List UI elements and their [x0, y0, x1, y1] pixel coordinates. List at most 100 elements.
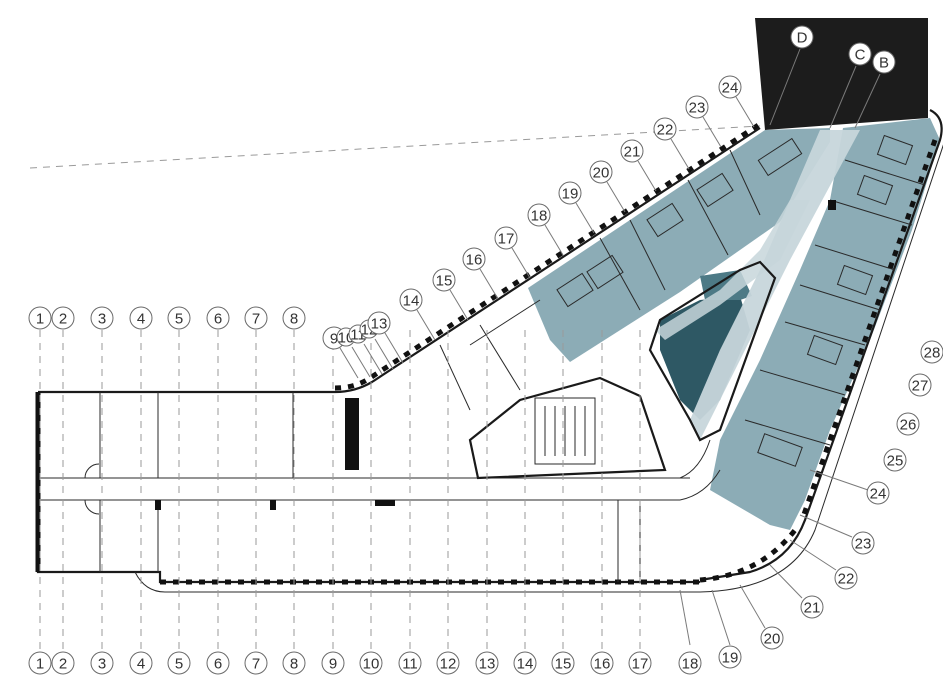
inner-triangle-core — [648, 260, 777, 442]
grid-bubble-top-3: 3 — [90, 306, 114, 330]
grid-bubble-top-7-label: 7 — [252, 311, 260, 328]
grid-bubble-diag-18: 18 — [527, 203, 551, 227]
leader-23 — [799, 514, 853, 538]
grid-bubble-top-5-label: 5 — [175, 311, 183, 328]
grid-bubble-bottom-2-label: 2 — [59, 656, 67, 673]
grid-bubble-diag-23: 23 — [685, 95, 709, 119]
leader-diag-20 — [606, 181, 626, 213]
grid-bubble-bottom-21: 21 — [800, 595, 824, 619]
leader-diag-13 — [384, 332, 404, 364]
grid-bubble-east-25-label: 25 — [887, 453, 904, 470]
grid-bubble-diag-22-label: 22 — [657, 122, 674, 139]
leader-diag-14 — [416, 309, 436, 341]
outer-wall-south — [36, 392, 700, 584]
grid-bubble-bottom-4: 4 — [129, 651, 153, 675]
leader-diag-18 — [544, 224, 564, 256]
grid-bubble-diag-16: 16 — [462, 247, 486, 271]
grid-bubble-diag-19-label: 19 — [562, 186, 579, 203]
outer-wall-west — [38, 127, 761, 394]
grid-bubble-east-27-label: 27 — [912, 378, 929, 395]
grid-bubble-east-25: 25 — [883, 448, 907, 472]
leader-D — [769, 48, 801, 126]
grid-bubble-bottom-2: 2 — [51, 651, 75, 675]
corridor-bend — [679, 439, 721, 501]
leader-diag-16 — [479, 268, 499, 300]
office-partitions-north — [556, 137, 803, 311]
leader-diag-9 — [339, 347, 359, 379]
grid-bubble-bottom-23-label: 23 — [855, 536, 872, 553]
grid-bubble-diag-17: 17 — [494, 226, 518, 250]
grid-bubble-bottom-17-label: 17 — [632, 656, 649, 673]
grid-bubble-bottom-22-label: 22 — [838, 571, 855, 588]
grid-bubble-bottom-12-label: 12 — [440, 656, 457, 673]
grid-bubble-letter-D: D — [790, 25, 814, 49]
grid-bubble-bottom-16: 16 — [590, 651, 614, 675]
grid-bubble-bottom-9-label: 9 — [329, 656, 337, 673]
grid-bubble-bottom-24: 24 — [866, 481, 890, 505]
grid-bubble-east-27: 27 — [908, 373, 932, 397]
leader-19 — [711, 589, 731, 646]
grid-bubble-top-8-label: 8 — [290, 311, 298, 328]
office-zone-north — [528, 128, 830, 362]
leader-diag-19 — [575, 202, 595, 234]
grid-bubble-bottom-16-label: 16 — [594, 656, 611, 673]
grid-bubble-bottom-1: 1 — [28, 651, 52, 675]
grid-bubble-top-4-label: 4 — [137, 311, 145, 328]
grid-bubble-top-1-label: 1 — [36, 311, 44, 328]
grid-bubble-diag-21-label: 21 — [624, 144, 641, 161]
grid-bubble-top-3-label: 3 — [98, 311, 106, 328]
grid-bubble-top-6: 6 — [206, 306, 230, 330]
grid-bubble-bottom-14-label: 14 — [517, 656, 534, 673]
grid-bubble-bottom-12: 12 — [436, 651, 460, 675]
west-wing-rooms — [35, 392, 641, 582]
leader-18 — [679, 589, 691, 646]
grid-bubble-bottom-8: 8 — [282, 651, 306, 675]
grid-bubble-top-6-label: 6 — [214, 311, 222, 328]
grid-bubble-diag-22: 22 — [653, 117, 677, 141]
outer-line-south — [134, 144, 943, 593]
grid-bubble-letter-D-label: D — [797, 30, 808, 47]
grid-bubble-diag-17-label: 17 — [498, 231, 515, 248]
grid-bubble-top-2: 2 — [51, 306, 75, 330]
grid-bubble-diag-21: 21 — [620, 139, 644, 163]
grid-bubble-letter-C-label: C — [855, 47, 866, 64]
grid-bubble-east-28: 28 — [920, 340, 943, 364]
grid-bubble-bottom-21-label: 21 — [804, 600, 821, 617]
triangular-core — [468, 376, 667, 480]
grid-bubble-diag-24: 24 — [718, 75, 742, 99]
grid-bubble-top-4: 4 — [129, 306, 153, 330]
grid-bubble-top-5: 5 — [167, 306, 191, 330]
grid-bubble-bottom-15: 15 — [551, 651, 575, 675]
grid-bubble-diag-13: 13 — [367, 311, 391, 335]
grid-bubble-diag-14: 14 — [399, 288, 423, 312]
leader-diag-11 — [363, 343, 383, 375]
leader-diag-22 — [670, 138, 690, 170]
leader-21 — [769, 564, 803, 599]
grid-bubble-letter-C: C — [848, 42, 872, 66]
grid-bubble-bottom-9: 9 — [321, 651, 345, 675]
grid-bubble-bottom-5-label: 5 — [175, 656, 183, 673]
leader-diag-23 — [702, 116, 722, 148]
grid-bubble-bottom-6-label: 6 — [214, 656, 222, 673]
outer-wall-east — [699, 109, 943, 582]
grid-bubble-bottom-3-label: 3 — [98, 656, 106, 673]
leader-diag-12 — [374, 338, 394, 370]
grid-bubble-bottom-20-label: 20 — [764, 631, 781, 648]
leader-diag-24 — [735, 96, 755, 128]
grid-bubble-top-8: 8 — [282, 306, 306, 330]
grid-bubble-diag-13-label: 13 — [371, 316, 388, 333]
leader-diag-17 — [511, 247, 531, 279]
grid-bubble-bottom-24-label: 24 — [870, 486, 887, 503]
grid-bubble-bottom-3: 3 — [90, 651, 114, 675]
leader-diag-10 — [351, 346, 371, 378]
grid-bubble-bottom-11-label: 11 — [402, 656, 418, 673]
grid-bubble-diag-16-label: 16 — [466, 252, 483, 269]
leader-C — [829, 65, 857, 129]
grid-bubble-diag-18-label: 18 — [531, 208, 548, 225]
office-zones — [528, 118, 940, 530]
grid-bubble-bottom-10-label: 10 — [363, 656, 380, 673]
grid-bubble-diag-9-label: 9 — [330, 331, 338, 348]
grid-bubble-bottom-8-label: 8 — [290, 656, 298, 673]
grid-bubble-bottom-23: 23 — [851, 531, 875, 555]
